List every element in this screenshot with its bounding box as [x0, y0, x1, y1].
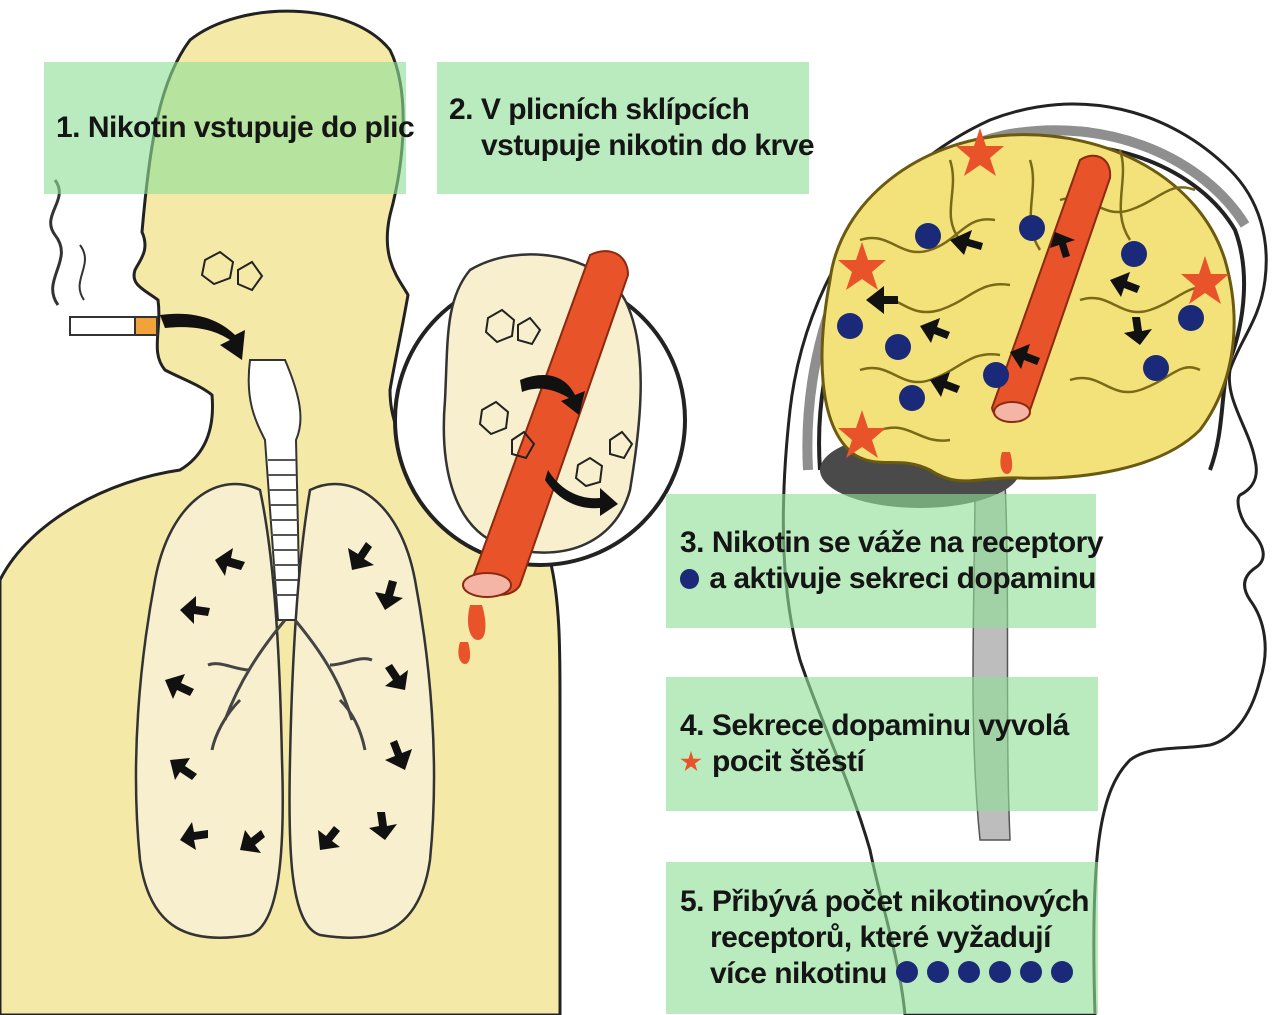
step5-text-line2: receptorů, které vyžadují [680, 920, 1098, 956]
step3-text-line1: 3. Nikotin se váže na receptory [680, 525, 1096, 561]
smoke-icon [51, 180, 62, 305]
dopamine-star-icon [680, 751, 702, 773]
receptor-dot-icon [989, 961, 1011, 983]
step1-text: 1. Nikotin vstupuje do plic [56, 110, 406, 146]
step5-text-line1: 5. Přibývá počet nikotinových [680, 884, 1098, 920]
receptor-dot-icon [927, 961, 949, 983]
receptor-dot-icon [680, 569, 699, 589]
step4-label: 4. Sekrece dopaminu vyvolá pocit štěstí [666, 677, 1098, 811]
step5-label: 5. Přibývá počet nikotinových receptorů,… [666, 862, 1098, 1014]
step2-text-line1: 2. V plicních sklípcích [449, 92, 809, 128]
step1-label: 1. Nikotin vstupuje do plic [44, 62, 406, 194]
step2-label: 2. V plicních sklípcích vstupuje nikotin… [437, 62, 809, 194]
step3-label: 3. Nikotin se váže na receptory a aktivu… [666, 494, 1096, 628]
receptor-dot-icon [896, 961, 918, 983]
receptor-dot-icon [958, 961, 980, 983]
step5-text-line3: více nikotinu [710, 956, 887, 992]
receptor-dot-icon [1020, 961, 1042, 983]
cigarette-icon [70, 317, 157, 335]
receptor-dot-row [887, 956, 1073, 992]
receptor-dot-icon [1051, 961, 1073, 983]
step2-text-line2: vstupuje nikotin do krve [449, 128, 809, 164]
step4-text-line2: pocit štěstí [712, 744, 864, 780]
step3-text-line2: a aktivuje sekreci dopaminu [709, 561, 1096, 597]
step4-text-line1: 4. Sekrece dopaminu vyvolá [680, 708, 1098, 744]
